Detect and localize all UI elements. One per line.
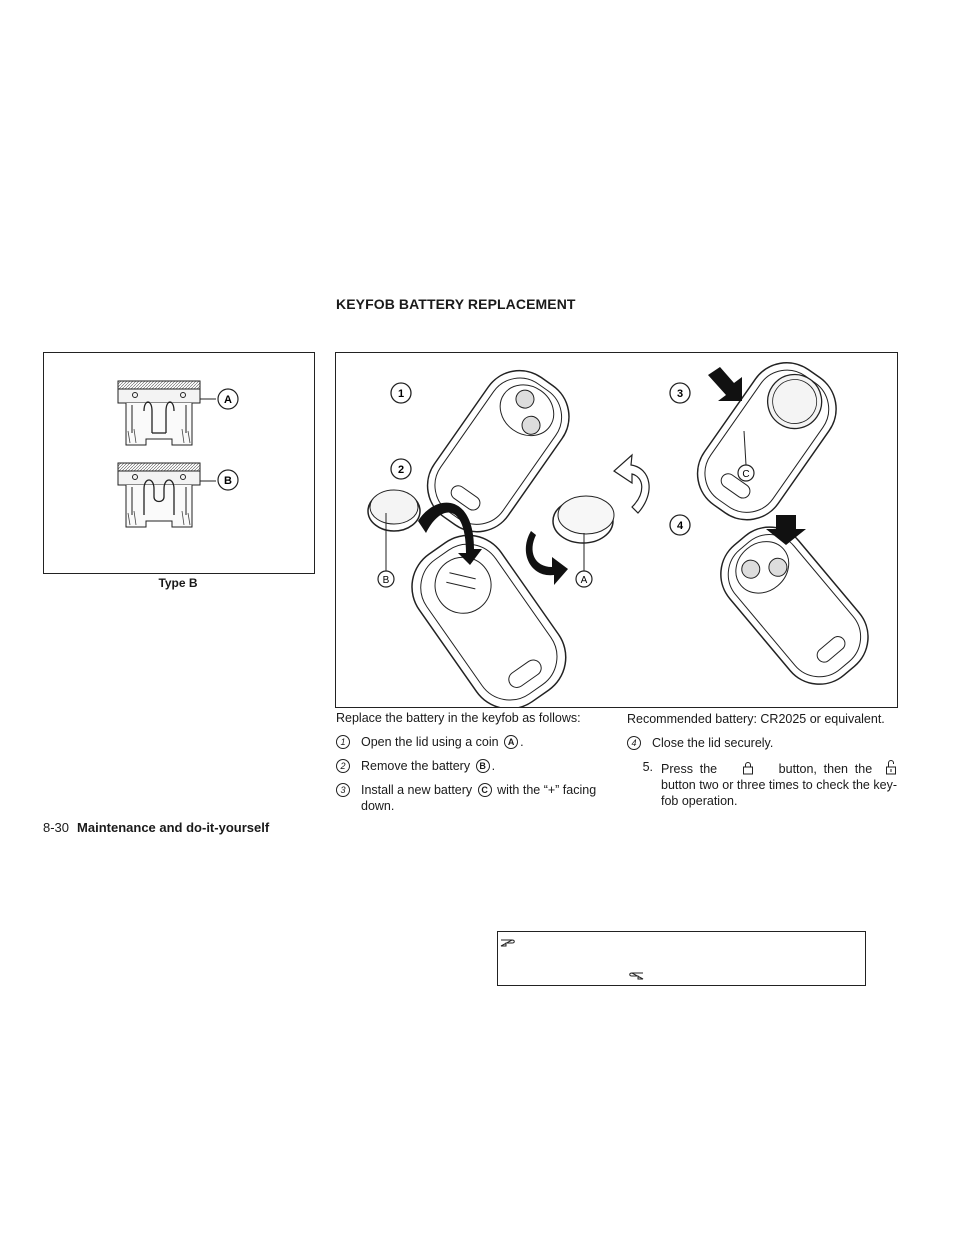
reference-box	[497, 931, 866, 986]
svg-text:2: 2	[398, 464, 404, 476]
instructions-right: Recommended battery: CR2025 or equivalen…	[627, 711, 897, 809]
callout-b-battery: B	[377, 570, 395, 588]
down-arrow-step4	[766, 515, 806, 545]
footer-section-title: Maintenance and do-it-yourself	[77, 820, 270, 835]
callout-c-new-battery: C	[737, 464, 755, 482]
black-curved-arrow	[525, 531, 568, 585]
step-marker-4: 4	[669, 514, 691, 536]
fuse-figure-caption: Type B	[158, 576, 198, 590]
svg-text:3: 3	[677, 388, 683, 400]
down-arrow-step3	[708, 367, 742, 401]
recommended-battery: Recommended battery: CR2025 or equivalen…	[627, 712, 885, 726]
white-curved-arrow	[613, 453, 650, 514]
page-footer: 8-30 Maintenance and do-it-yourself	[43, 820, 269, 835]
battery-b	[367, 489, 421, 532]
svg-text:C: C	[742, 469, 749, 480]
callout-b: B	[217, 469, 239, 491]
instructions-left: Replace the battery in the keyfob as fol…	[336, 710, 611, 814]
black-curved-arrow	[418, 502, 482, 565]
step-3: 3 Install a new battery C with the “+” f…	[336, 782, 611, 814]
step-marker-3: 3	[669, 382, 691, 404]
svg-text:4: 4	[677, 520, 684, 532]
step-marker-1: 1	[390, 382, 412, 404]
fuse-figure: A B	[43, 352, 315, 574]
keyfob-illustration: 1 2 3 4 A B C	[367, 362, 869, 710]
instructions-intro: Replace the battery in the keyfob as fol…	[336, 711, 581, 725]
section-heading: KEYFOB BATTERY REPLACEMENT	[336, 296, 576, 312]
svg-text:1: 1	[398, 388, 404, 400]
svg-text:B: B	[224, 475, 232, 487]
fuse-a	[117, 380, 216, 446]
step-text: Install a new battery C with the “+” fac…	[361, 783, 597, 813]
coin-a	[552, 495, 615, 544]
callout-ref: A	[504, 735, 519, 749]
keyfob-open-step2	[411, 534, 567, 710]
callout-a-coin: A	[575, 570, 593, 588]
step-text: Open the lid using a coin A.	[361, 735, 524, 749]
fuse-b	[117, 462, 216, 528]
step-4: 4 Close the lid securely.	[627, 735, 897, 751]
lock-icon	[742, 762, 753, 775]
step-text: Remove the battery B.	[361, 759, 496, 773]
step-text: Press the button, then the button two or…	[661, 759, 897, 809]
keyfob-closed-step4	[720, 526, 869, 685]
step-text: Close the lid securely.	[652, 736, 774, 750]
step-number: 1	[336, 735, 350, 749]
keyfob-figure: 1 2 3 4 A B C	[335, 352, 898, 710]
fuse-illustration: A B	[117, 380, 239, 528]
keyfob-open-step3	[696, 362, 837, 521]
step-number: 3	[336, 783, 350, 797]
keyfob-closed-step1	[426, 369, 570, 533]
step-1: 1 Open the lid using a coin A.	[336, 734, 611, 750]
svg-text:A: A	[224, 394, 232, 406]
step-marker-2: 2	[390, 458, 412, 480]
page-number: 8-30	[43, 820, 70, 835]
callout-ref: B	[475, 759, 490, 773]
step-number: 2	[336, 759, 350, 773]
step-number: 5.	[642, 760, 653, 774]
pointing-hand-icon	[629, 972, 644, 980]
unlock-icon	[885, 760, 896, 775]
step-number: 4	[627, 736, 641, 750]
svg-text:A: A	[581, 575, 588, 586]
pointing-hand-icon	[500, 939, 515, 947]
step-5: 5. Press the button, then the button two…	[627, 759, 897, 809]
callout-ref: C	[477, 783, 492, 797]
svg-text:B: B	[383, 575, 390, 586]
callout-a: A	[217, 388, 239, 410]
step-2: 2 Remove the battery B.	[336, 758, 611, 774]
